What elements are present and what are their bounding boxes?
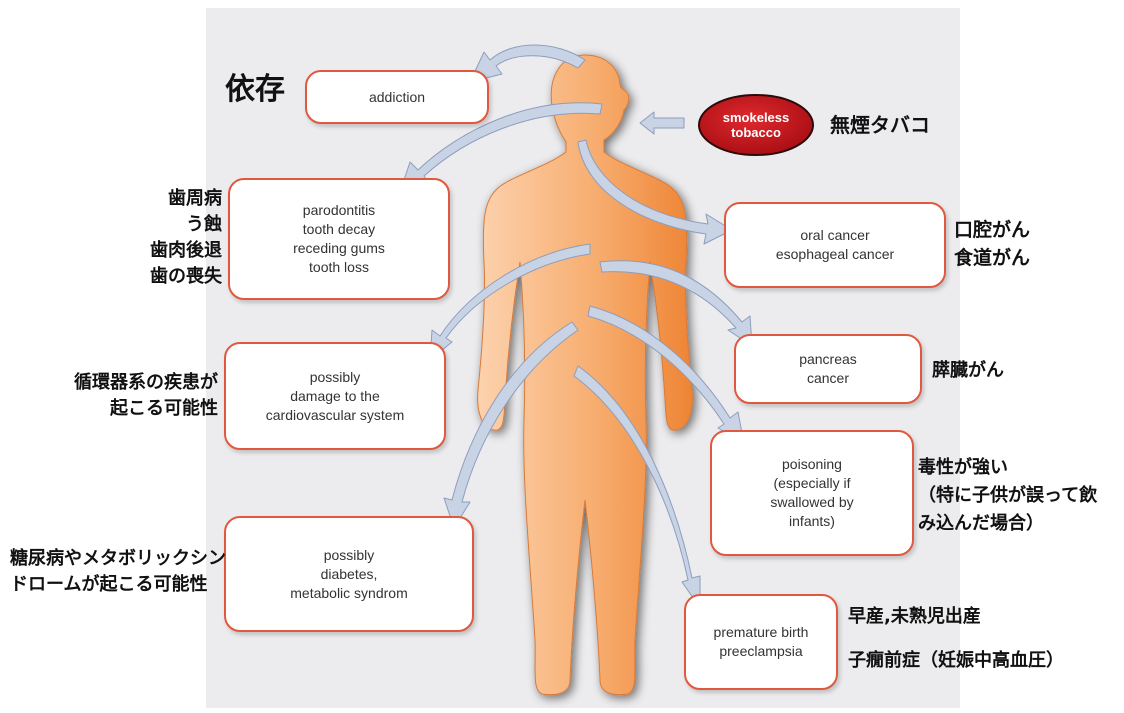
effect-box-poisoning: poisoning (especially if swallowed by in… xyxy=(710,430,914,556)
effect-box-cardio: possibly damage to the cardiovascular sy… xyxy=(224,342,446,450)
effect-box-premature: premature birth preeclampsia xyxy=(684,594,838,690)
jp-label-dental: 歯周病 う蝕 歯肉後退 歯の喪失 xyxy=(118,186,222,290)
effect-box-addiction: addiction xyxy=(305,70,489,124)
jp-label-diabetes: 糖尿病やメタボリックシン ドロームが起こる可能性 xyxy=(10,546,270,598)
jp-label-poisoning: 毒性が強い （特に子供が誤って飲 み込んだ場合） xyxy=(918,454,1118,538)
jp-label-oral-cancer: 口腔がん 食道がん xyxy=(954,216,1030,272)
effect-box-dental: parodontitis tooth decay receding gums t… xyxy=(228,178,450,300)
jp-label-tobacco: 無煙タバコ xyxy=(830,112,930,138)
jp-label-premature-2: 子癇前症（妊娠中高血圧） xyxy=(848,648,1064,674)
effect-box-oral-cancer: oral cancer esophageal cancer xyxy=(724,202,946,288)
jp-label-premature-1: 早産,未熟児出産 xyxy=(848,604,981,630)
jp-label-pancreas: 膵臓がん xyxy=(932,358,1004,384)
arrow-tobacco xyxy=(640,112,684,134)
jp-label-cardio: 循環器系の疾患が 起こる可能性 xyxy=(20,370,218,422)
effect-box-pancreas: pancreas cancer xyxy=(734,334,922,404)
smokeless-tobacco-label: smokeless tobacco xyxy=(706,110,806,140)
jp-label-addiction: 依存 xyxy=(225,72,285,108)
